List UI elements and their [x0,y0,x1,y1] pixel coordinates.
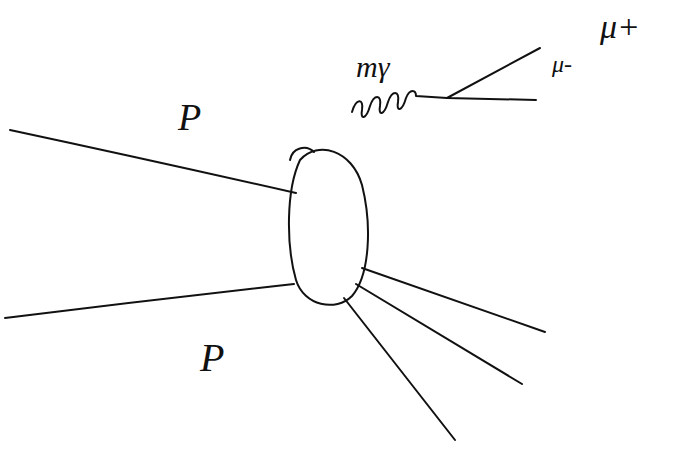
outgoing-hadron-line [362,268,545,332]
particle-label: μ- [552,52,572,76]
incoming-proton-line [5,284,294,318]
particle-label: P [178,98,201,136]
outgoing-hadron-line [344,298,455,440]
interaction-blob [289,150,368,305]
incoming-proton-line [10,130,296,193]
particle-label: μ+ [600,10,640,44]
particle-label: P [200,338,224,378]
outgoing-hadron-line [356,284,522,384]
muon-pair-lines [447,48,540,100]
blob-mark [290,148,314,160]
virtual-photon-wave [352,91,447,117]
particle-label: mγ [356,52,390,82]
